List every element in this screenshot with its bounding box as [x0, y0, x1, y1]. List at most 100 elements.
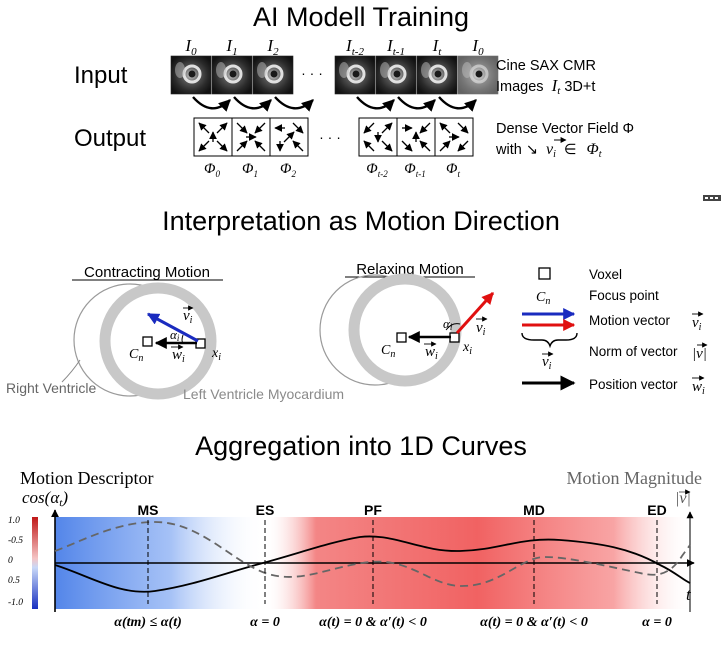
- motion-magnitude-label: Motion Magnitude: [567, 468, 703, 488]
- output-label: Output: [74, 125, 146, 152]
- input-desc-line2: Images It 3D+t: [496, 76, 595, 97]
- vector-field-strip: [193, 117, 474, 157]
- field-label-5: Φt: [446, 161, 460, 179]
- phase-label-4: ED: [647, 502, 666, 518]
- relaxing-heart-diagram: [319, 273, 462, 387]
- vector-field-3: [358, 117, 398, 157]
- frame-label-0: I0: [184, 36, 197, 58]
- frame-label-6: I0: [471, 36, 484, 58]
- input-desc-line1: Cine SAX CMR: [496, 58, 596, 74]
- ellipsis-icon: [703, 195, 721, 201]
- top-title: AI Modell Training: [253, 2, 469, 32]
- vector-field-4: [396, 117, 436, 157]
- colorbar-tick-1: -0.5: [8, 536, 23, 546]
- relaxing-wi-label: wi: [425, 344, 438, 362]
- frame-label-3: It-2: [345, 36, 364, 58]
- output-ellipsis: · · ·: [319, 129, 341, 145]
- magnitude-curve: [54, 521, 691, 587]
- legend-motion-symbol: vi: [692, 315, 702, 333]
- middle-title: Interpretation as Motion Direction: [162, 206, 560, 236]
- colorbar-tick-0: 1.0: [8, 516, 20, 526]
- phase-condition-1: α = 0: [250, 615, 280, 630]
- phase-label-3: MD: [523, 502, 545, 518]
- frame-label-5: It: [432, 36, 443, 58]
- relaxing-motion-label: Relaxing Motion: [356, 261, 464, 278]
- legend-motion-label: Motion vector: [589, 313, 671, 328]
- field-label-4: Φt-1: [404, 161, 425, 179]
- legend-brace: [521, 332, 578, 349]
- angle-arc: [181, 334, 184, 344]
- curved-arrow-5: [438, 96, 477, 112]
- mri-frame-2: [252, 55, 294, 95]
- t-axis-label: t: [686, 585, 692, 604]
- colorbar: [32, 517, 38, 609]
- relaxing-voxel-square: [449, 332, 460, 343]
- curved-arrow-4: [397, 96, 436, 112]
- relaxing-xi-label: xi: [462, 340, 472, 357]
- phase-condition-2: α(t) = 0 & α′(t) < 0: [319, 615, 427, 630]
- contracting-alpha-label: αi: [170, 327, 180, 343]
- legend-norm-symbol: vi: [542, 354, 552, 372]
- vector-field-1: [231, 117, 271, 157]
- legend-norm-label: Norm of vector: [589, 344, 678, 359]
- phase-markers: MS ES PF MD ED: [138, 502, 667, 604]
- mri-frame-5: [416, 55, 458, 95]
- legend-cn-symbol: Cn: [536, 290, 550, 307]
- relaxing-angle-arc: [445, 323, 461, 331]
- legend: Voxel Cn Focus point Motion vector vi vi…: [521, 267, 708, 397]
- relaxing-alpha-label: αi: [443, 316, 453, 332]
- colorbar-ticks: 1.0-0.500.5-1.0: [8, 516, 23, 608]
- vector-field-0: [193, 117, 233, 157]
- field-label-0: Φ0: [204, 161, 220, 179]
- phase-label-0: MS: [138, 502, 159, 518]
- curved-arrow-0: [192, 96, 231, 112]
- focus-point-square: [142, 336, 153, 347]
- contracting-wi-label: wi: [172, 347, 185, 365]
- curved-arrow-1: [233, 96, 272, 112]
- phase-condition-4: α = 0: [642, 615, 672, 630]
- phase-condition-3: α(t) = 0 & α′(t) < 0: [480, 615, 588, 630]
- abs-v-axis-label: |v|: [675, 490, 691, 507]
- legend-voxel-square: [538, 267, 551, 280]
- input-label: Input: [74, 62, 128, 89]
- vector-field-5: [434, 117, 474, 157]
- relaxing-motion-arrow: [455, 291, 495, 335]
- curved-arrow-2: [274, 96, 314, 112]
- phase-label-1: ES: [256, 502, 275, 518]
- mri-frame-1: [211, 55, 253, 95]
- output-desc-line1: Dense Vector Field Φ: [496, 121, 634, 137]
- right-ventricle-label: Right Ventricle: [6, 380, 96, 396]
- contracting-cn-label: Cn: [129, 347, 143, 364]
- legend-abs-v: |v|: [692, 346, 707, 362]
- relaxing-cn-label: Cn: [381, 343, 395, 360]
- relaxing-focus-point-square: [396, 332, 407, 343]
- descriptor-curve: [54, 535, 691, 593]
- frame-label-1: I1: [225, 36, 237, 58]
- phase-label-2: PF: [364, 502, 382, 518]
- colorbar-tick-4: -1.0: [8, 598, 23, 608]
- field-label-3: Φt-2: [366, 161, 388, 179]
- legend-position-label: Position vector: [589, 377, 678, 392]
- legend-position-symbol: wi: [692, 379, 705, 397]
- mri-image-strip: [170, 55, 499, 95]
- left-ventricle-label: Left Ventricle Myocardium: [183, 386, 344, 402]
- bottom-title: Aggregation into 1D Curves: [195, 431, 527, 461]
- field-label-1: Φ1: [242, 161, 258, 179]
- frame-to-field-arrows: [192, 96, 477, 112]
- mri-frame-6: [457, 55, 499, 95]
- phase-conditions: α(tm) ≤ α(t) α = 0 α(t) = 0 & α′(t) < 0 α(t…: [114, 615, 672, 630]
- colorbar-tick-2: 0: [8, 556, 13, 566]
- contracting-motion-label: Contracting Motion: [84, 264, 210, 281]
- vector-field-2: [269, 117, 309, 157]
- curved-arrow-3: [356, 96, 395, 112]
- output-desc-line2: with ↘ vi∈Φt: [495, 141, 602, 160]
- contracting-motion-arrow: [146, 312, 199, 343]
- frame-label-4: It-1: [386, 36, 405, 58]
- relaxing-vi-label: vi: [476, 320, 486, 338]
- contracting-xi-label: xi: [211, 346, 221, 363]
- phase-condition-0: α(tm) ≤ α(t): [114, 615, 182, 630]
